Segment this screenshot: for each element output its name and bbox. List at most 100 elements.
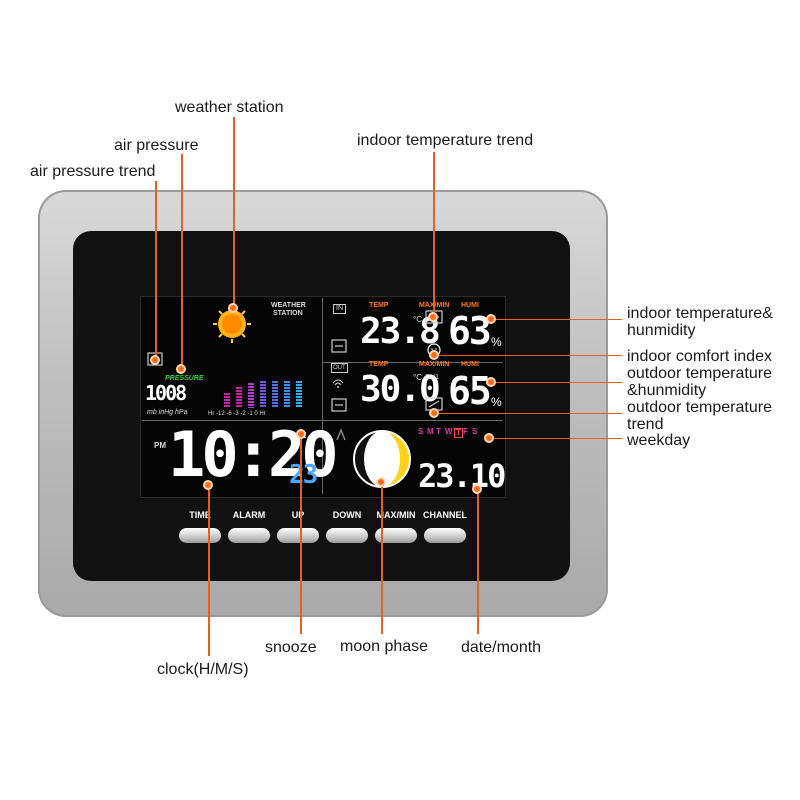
callout-weekday: weekday bbox=[627, 432, 691, 449]
station-label-line2: STATION bbox=[273, 310, 303, 317]
channel-label: CH1 bbox=[425, 374, 440, 381]
pressure-units: mb inHg hPa bbox=[147, 409, 188, 416]
button-label-up: UP bbox=[291, 510, 305, 520]
signal-icon bbox=[332, 379, 344, 388]
marker-moon-phase bbox=[376, 477, 386, 487]
clock-hours-minutes: 10:20 bbox=[168, 418, 339, 491]
lcd-screen bbox=[140, 296, 506, 498]
marker-weekday bbox=[484, 433, 494, 443]
outdoor-temp-header: TEMP bbox=[369, 361, 389, 368]
marker-air-pressure-trend bbox=[150, 355, 160, 365]
callout-date-month: date/month bbox=[461, 639, 542, 656]
indoor-temp-unit: °C bbox=[413, 315, 422, 324]
callout-snooze: snooze bbox=[265, 639, 317, 656]
trend-axis-labels: Hr -12 -6 -3 -2 -1 0 Hr bbox=[208, 411, 266, 417]
pressure-history-bar bbox=[272, 381, 278, 408]
time-button[interactable] bbox=[179, 528, 221, 543]
weekday-letter: T bbox=[454, 428, 463, 438]
leader-date-month bbox=[477, 488, 479, 634]
pressure-history-bar bbox=[224, 393, 230, 408]
callout-indoor-temp-humidity: indoor temperature& hunmidity bbox=[627, 305, 773, 339]
pressure-history-bar bbox=[236, 387, 242, 408]
weekday-letter: S bbox=[418, 427, 424, 436]
pressure-value: 1008 bbox=[145, 381, 187, 405]
weekday-letter: M bbox=[427, 427, 434, 436]
callout-moon-phase: moon phase bbox=[340, 638, 429, 655]
pressure-history-bar bbox=[260, 381, 266, 408]
date-display: 23.10 bbox=[418, 457, 506, 495]
moon-phase-icon bbox=[353, 430, 411, 488]
leader-indoor-temp-trend bbox=[433, 152, 435, 314]
lcd-divider-vertical bbox=[322, 298, 323, 494]
marker-comfort-index bbox=[429, 350, 439, 360]
button-label-alarm: ALARM bbox=[232, 510, 266, 520]
leader-indoor-temp-humidity bbox=[492, 319, 622, 320]
station-label-line1: WEATHER bbox=[271, 302, 306, 309]
pressure-history-bar bbox=[296, 381, 302, 408]
outdoor-icon: OUT bbox=[331, 363, 348, 373]
leader-snooze bbox=[300, 434, 302, 634]
weekday-letter: W bbox=[445, 427, 453, 436]
indoor-humi-header: HUMI bbox=[461, 302, 479, 309]
pressure-history-bar bbox=[248, 383, 254, 408]
leader-clock bbox=[208, 484, 210, 656]
marker-snooze bbox=[296, 429, 306, 439]
tower-icon bbox=[336, 428, 346, 441]
marker-date-month bbox=[472, 484, 482, 494]
leader-comfort-index bbox=[434, 355, 622, 356]
leader-air-pressure-trend bbox=[155, 181, 157, 359]
callout-weather-station: weather station bbox=[175, 99, 284, 116]
callout-outdoor-temp-trend: outdoor temperature trend bbox=[627, 399, 772, 433]
callout-indoor-comfort-index: indoor comfort index bbox=[627, 348, 772, 365]
sun-icon bbox=[213, 305, 251, 343]
weekday-letter: S bbox=[472, 427, 478, 436]
callout-air-pressure: air pressure bbox=[114, 137, 199, 154]
pressure-label: PRESSURE bbox=[165, 375, 204, 382]
indoor-back-icon bbox=[331, 339, 347, 353]
leader-air-pressure bbox=[181, 154, 183, 366]
outdoor-maxmin-header: MAX/MIN bbox=[419, 361, 450, 368]
outdoor-humi-unit: % bbox=[491, 395, 502, 409]
leader-outdoor-trend bbox=[434, 413, 622, 414]
pm-indicator: PM bbox=[154, 441, 166, 450]
indoor-temperature: 23.8 bbox=[360, 311, 441, 352]
marker-weather-station bbox=[228, 303, 238, 313]
leader-moon-phase bbox=[381, 482, 383, 634]
down-button[interactable] bbox=[326, 528, 368, 543]
leader-weekday bbox=[488, 438, 622, 439]
outdoor-humidity: 65 bbox=[448, 369, 492, 413]
marker-air-pressure bbox=[176, 364, 186, 374]
button-label-channel: CHANNEL bbox=[423, 510, 467, 520]
outdoor-back-icon bbox=[331, 398, 347, 412]
lcd-divider-outdoor bbox=[323, 420, 503, 421]
weekday-letter: T bbox=[436, 427, 441, 436]
indoor-humi-unit: % bbox=[491, 335, 502, 349]
clock-seconds: 23 bbox=[289, 460, 318, 490]
pressure-history-bar bbox=[284, 381, 290, 408]
button-label-down: DOWN bbox=[332, 510, 362, 520]
button-label-maxmin: MAX/MIN bbox=[376, 510, 416, 520]
lcd-divider-left bbox=[142, 420, 322, 421]
outdoor-humi-header: HUMI bbox=[461, 361, 479, 368]
lcd-divider-indoor bbox=[323, 362, 503, 363]
up-button[interactable] bbox=[277, 528, 319, 543]
outdoor-temperature: 30.0 bbox=[360, 369, 441, 410]
indoor-temp-header: TEMP bbox=[369, 302, 389, 309]
outdoor-temp-unit: °C bbox=[413, 373, 422, 382]
alarm-button[interactable] bbox=[228, 528, 270, 543]
callout-outdoor-temp-humidity: outdoor temperature &hunmidity bbox=[627, 365, 772, 399]
callout-air-pressure-trend: air pressure trend bbox=[30, 163, 156, 180]
indoor-humidity: 63 bbox=[448, 309, 492, 353]
weekday-letter: F bbox=[463, 427, 468, 436]
marker-clock bbox=[203, 480, 213, 490]
button-label-time: TIME bbox=[189, 510, 211, 520]
leader-weather-station bbox=[233, 117, 235, 305]
callout-clock: clock(H/M/S) bbox=[157, 661, 249, 678]
marker-outdoor-temp-humidity bbox=[486, 377, 496, 387]
callout-indoor-temperature-trend: indoor temperature trend bbox=[357, 132, 534, 149]
leader-outdoor-temp-humidity bbox=[492, 382, 622, 383]
maxmin-button[interactable] bbox=[375, 528, 417, 543]
indoor-icon: IN bbox=[333, 304, 346, 314]
channel-button[interactable] bbox=[424, 528, 466, 543]
marker-indoor-temp-humidity bbox=[486, 314, 496, 324]
